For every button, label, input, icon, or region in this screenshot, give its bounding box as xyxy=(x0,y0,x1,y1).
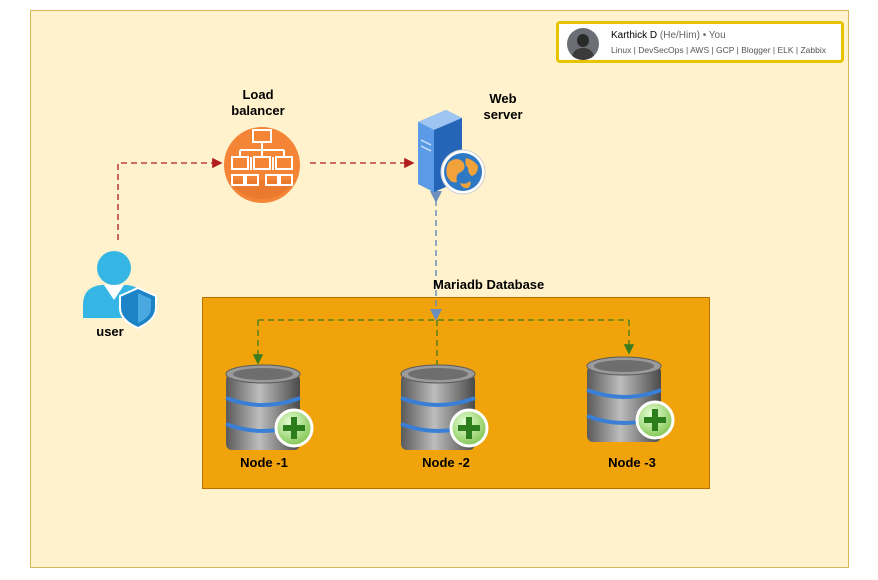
database-group-label: Mariadb Database xyxy=(433,277,545,292)
web-server-label: Web server xyxy=(483,91,523,122)
node2-label: Node -2 xyxy=(422,455,470,470)
profile-pronouns: (He/Him) xyxy=(659,30,700,41)
load-balancer-label: Load balancer xyxy=(231,87,285,118)
node3-label: Node -3 xyxy=(608,455,656,470)
profile-card[interactable]: Karthick D (He/Him) • You Linux | DevSec… xyxy=(556,21,844,63)
node1-label: Node -1 xyxy=(240,455,288,470)
profile-headline: Linux | DevSecOps | AWS | GCP | Blogger … xyxy=(611,45,826,55)
user-to-lb-edge xyxy=(117,157,223,240)
avatar[interactable] xyxy=(567,28,599,60)
profile-name[interactable]: Karthick D xyxy=(611,30,658,41)
node2-icon xyxy=(400,364,489,450)
user-label: user xyxy=(96,324,124,339)
profile-you: • You xyxy=(702,30,726,41)
node3-icon xyxy=(586,356,675,442)
profile-name-line: Karthick D (He/Him) • You xyxy=(611,30,726,41)
node1-icon xyxy=(225,364,314,450)
